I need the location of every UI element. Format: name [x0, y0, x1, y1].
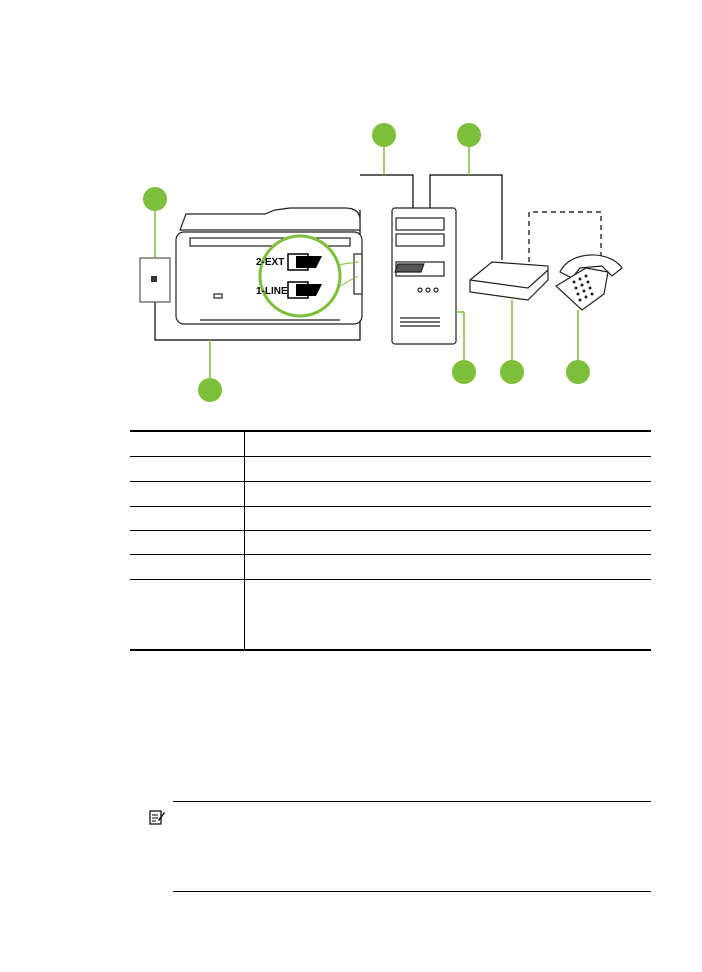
cable-computer-to-answering-machine	[429, 174, 503, 260]
cable-printer-to-computer	[360, 174, 414, 208]
cable-answering-machine-to-phone-dashed	[528, 211, 602, 262]
line-port-icon	[287, 281, 322, 299]
callout-7	[566, 360, 590, 384]
legend-top-rule	[130, 430, 651, 432]
ext-port-label: 2-EXT	[256, 257, 284, 268]
callout-3	[372, 123, 396, 147]
port-zoom-highlight: 2-EXT 1-LINE	[256, 234, 359, 318]
legend-row	[130, 482, 651, 507]
answering-machine-icon	[394, 261, 549, 301]
note-bottom-rule	[173, 891, 651, 892]
connection-diagram: 2-EXT 1-LINE	[139, 123, 623, 402]
legend-row	[130, 531, 651, 555]
line-port-label: 1-LINE	[256, 286, 288, 297]
telephone-icon	[555, 254, 623, 311]
legend-row	[130, 555, 651, 580]
callout-leaders	[154, 147, 579, 378]
note-icon	[149, 810, 165, 825]
legend-row	[130, 507, 651, 531]
wall-jack-icon	[139, 257, 171, 303]
callout-6	[500, 360, 524, 384]
legend-column-divider	[244, 432, 245, 649]
note-block	[146, 801, 652, 893]
callouts	[143, 123, 590, 402]
callout-5	[452, 360, 476, 384]
note-top-rule	[173, 801, 651, 802]
callout-1	[143, 187, 167, 211]
legend-bottom-rule	[130, 649, 651, 651]
legend-row	[130, 432, 651, 457]
callout-2	[198, 378, 222, 402]
ext-port-icon	[287, 253, 322, 271]
legend-row	[130, 457, 651, 482]
callout-4	[457, 123, 481, 147]
computer-tower-icon	[391, 207, 457, 345]
